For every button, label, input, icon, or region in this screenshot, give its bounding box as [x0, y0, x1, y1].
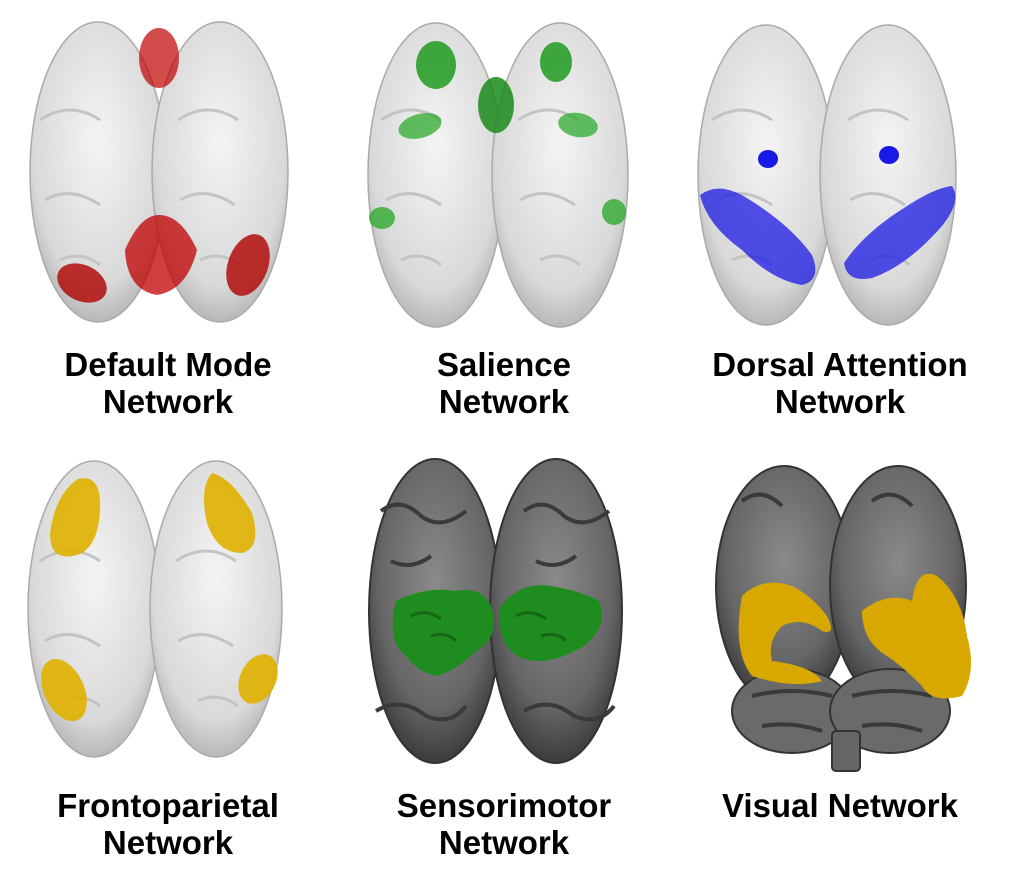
brain-outline	[697, 24, 957, 326]
panel-label-line-1: Default Mode	[64, 346, 272, 383]
salience-brain-image	[367, 22, 629, 328]
panel-label: Dorsal Attention Network	[672, 346, 1008, 420]
visual-brain-image	[715, 465, 971, 772]
panel-label-line-2: Network	[438, 824, 570, 861]
dorsal-attention-regions	[700, 146, 956, 285]
panel-label: Default Mode Network	[0, 346, 336, 420]
panel-label-line-2: Network	[102, 383, 234, 420]
panel-label-line-1: Salience	[437, 346, 571, 383]
panel-label-line-1: Visual Network	[722, 787, 958, 824]
panel-label-line-2: Network	[774, 383, 906, 420]
dorsal-attention-brain-image	[697, 24, 957, 326]
panel-frontoparietal: Frontoparietal Network	[0, 441, 336, 882]
panel-label-line-2: Network	[438, 383, 570, 420]
panel-label-line-1: Frontoparietal	[57, 787, 279, 824]
panel-dorsal-attention: Dorsal Attention Network	[672, 0, 1008, 441]
panel-label: Sensorimotor Network	[336, 787, 672, 861]
panel-salience: Salience Network	[336, 0, 672, 441]
frontoparietal-brain-image	[27, 460, 283, 758]
panel-label: Visual Network	[672, 787, 1008, 824]
salience-regions	[369, 41, 626, 229]
sensorimotor-brain-image	[368, 458, 623, 764]
frontoparietal-regions	[41, 473, 278, 722]
panel-label: Salience Network	[336, 346, 672, 420]
brain-outline	[367, 22, 629, 328]
panel-label-line-1: Dorsal Attention	[712, 346, 968, 383]
panel-label-line-1: Sensorimotor	[396, 787, 612, 824]
panel-visual: Visual Network	[672, 441, 1008, 882]
panel-label-line-2: Network	[102, 824, 234, 861]
sensorimotor-regions	[392, 585, 602, 676]
panel-sensorimotor: Sensorimotor Network	[336, 441, 672, 882]
panel-default-mode: Default Mode Network	[0, 0, 336, 441]
panel-label: Frontoparietal Network	[0, 787, 336, 861]
visual-regions	[738, 573, 971, 699]
default-mode-regions	[57, 28, 270, 303]
default-mode-brain-image	[29, 21, 289, 323]
